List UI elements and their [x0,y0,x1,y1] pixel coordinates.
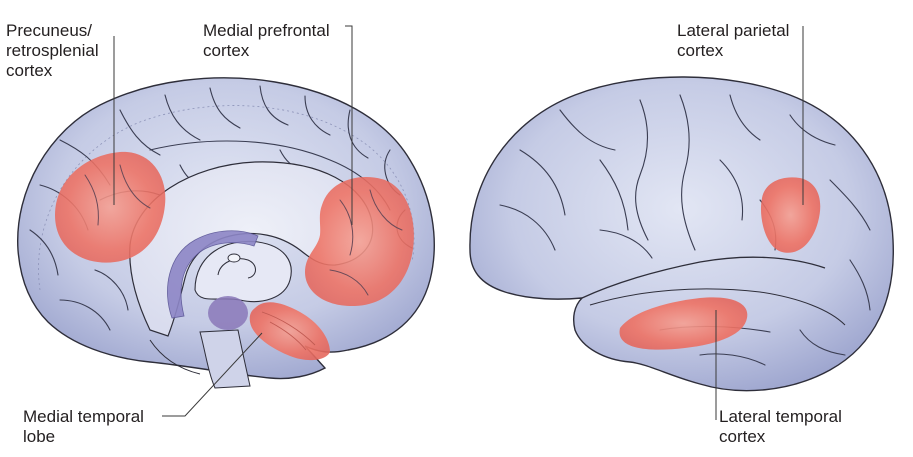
label-lateral-parietal-line1: Lateral parietal [677,21,790,40]
medial-brain-view [17,77,435,389]
leader-medial-temporal [162,332,263,417]
sylvian-fissure [581,256,826,299]
lateral-brain-view [469,76,894,392]
label-medial-prefrontal-line1: Medial prefrontal [203,21,330,40]
label-medial-temporal-line1: Medial temporal [23,407,144,426]
label-precuneus-line3: cortex [6,61,53,80]
thalamus-swirl [217,258,256,279]
label-precuneus-line2: retrosplenial [6,41,99,60]
label-precuneus-line1: Precuneus/ [6,21,92,40]
region-sulci [84,164,403,296]
label-lateral-temporal-line2: cortex [719,427,766,446]
temporal-lobe-lower [589,288,846,326]
medial-prefrontal-region [305,177,414,307]
label-lateral-temporal-line1: Lateral temporal [719,407,842,426]
lateral-temporal-region [619,297,748,350]
label-lateral-temporal: Lateral temporal cortex [719,407,842,447]
leader-medial-prefrontal [345,25,353,225]
lateral-cortex-outline [469,76,894,392]
thalamus-nucleus [227,253,241,263]
cerebellum [149,339,201,375]
label-medial-prefrontal-line2: cortex [203,41,250,60]
label-lateral-parietal-line2: cortex [677,41,724,60]
label-precuneus: Precuneus/ retrosplenial cortex [6,21,99,81]
hippocampus-outline [261,311,316,351]
label-lateral-parietal: Lateral parietal cortex [677,21,789,61]
brainstem [199,329,251,389]
label-medial-temporal-line2: lobe [23,427,56,446]
label-medial-temporal: Medial temporal lobe [23,407,144,447]
label-medial-prefrontal: Medial prefrontal cortex [203,21,330,61]
medial-temporal-region [249,302,330,361]
amygdala [208,296,248,330]
lateral-parietal-region [760,177,821,253]
lateral-sulci [499,94,871,366]
leader-lines [113,25,804,420]
limbic-band [167,230,259,319]
precuneus-retrosplenial-region [55,151,166,263]
